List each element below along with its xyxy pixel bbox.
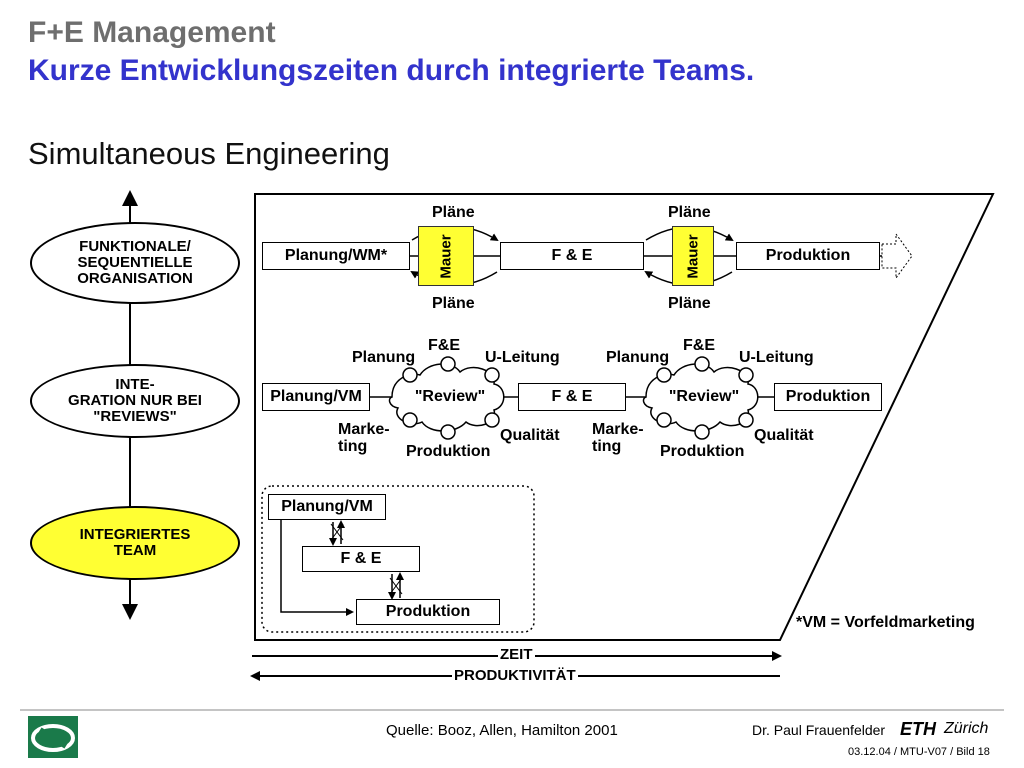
row3-box-production: Produktion — [356, 599, 500, 625]
logo-icon — [28, 716, 78, 758]
review-cloud-1 — [388, 356, 505, 440]
planung-label: Planung — [352, 349, 416, 366]
ellipse-functional-organisation: FUNKTIONALE/ SEQUENTIELLE ORGANISATION — [30, 222, 240, 304]
page-subtitle: Kurze Entwicklungszeiten durch integrier… — [28, 54, 755, 87]
eth-logo-text: ETH — [900, 719, 936, 739]
row1-box-fe: F & E — [500, 242, 644, 270]
plans-label: Pläne — [432, 204, 475, 221]
ellipse-integrated-team: INTEGRIERTES TEAM — [30, 506, 240, 580]
marketing-label: Marke- ting — [592, 421, 644, 455]
source-citation: Quelle: Booz, Allen, Hamilton 2001 — [386, 722, 618, 739]
wall-label: Mauer — [437, 233, 455, 279]
review-label: "Review" — [414, 388, 486, 405]
row1-box-planning: Planung/WM* — [262, 242, 410, 270]
section-heading: Simultaneous Engineering — [28, 136, 390, 171]
row3-box-planning: Planung/VM — [268, 494, 386, 520]
qualitaet-label: Qualität — [754, 427, 814, 444]
frame-parallelogram — [254, 193, 995, 641]
row1-wall-2: Mauer — [672, 226, 714, 286]
row2-box-planning: Planung/VM — [262, 383, 370, 411]
row2-box-production: Produktion — [774, 383, 882, 411]
axis-arrow-down — [122, 604, 138, 620]
axis-arrow-up — [122, 190, 138, 206]
produktion-label: Produktion — [660, 443, 745, 460]
plans-label: Pläne — [668, 204, 711, 221]
produktion-label: Produktion — [406, 443, 491, 460]
fe-label: F&E — [428, 337, 460, 354]
integrated-team-frame — [261, 485, 535, 633]
page-title: F+E Management — [28, 16, 276, 49]
zurich-text: Zürich — [944, 720, 989, 737]
produktivitaet-label: PRODUKTIVITÄT — [452, 667, 578, 684]
qualitaet-label: Qualität — [500, 427, 560, 444]
review-label: "Review" — [668, 388, 740, 405]
review-cloud-2 — [642, 356, 759, 440]
planung-label: Planung — [606, 349, 670, 366]
row2-box-fe: F & E — [518, 383, 626, 411]
slide-number: 03.12.04 / MTU-V07 / Bild 18 — [848, 746, 990, 758]
uleitung-label: U-Leitung — [739, 349, 814, 366]
fe-label: F&E — [683, 337, 715, 354]
plans-label: Pläne — [432, 295, 475, 312]
row1-end-arrow — [881, 232, 913, 280]
row1-box-production: Produktion — [736, 242, 880, 270]
zeit-label: ZEIT — [498, 646, 535, 663]
ellipse-review-integration: INTE- GRATION NUR BEI "REVIEWS" — [30, 364, 240, 438]
vm-footnote: *VM = Vorfeldmarketing — [796, 614, 975, 631]
row1-wall-1: Mauer — [418, 226, 474, 286]
wall-label: Mauer — [684, 233, 702, 279]
plans-label: Pläne — [668, 295, 711, 312]
marketing-label: Marke- ting — [338, 421, 390, 455]
uleitung-label: U-Leitung — [485, 349, 560, 366]
author-name: Dr. Paul Frauenfelder — [752, 722, 886, 738]
row3-box-fe: F & E — [302, 546, 420, 572]
